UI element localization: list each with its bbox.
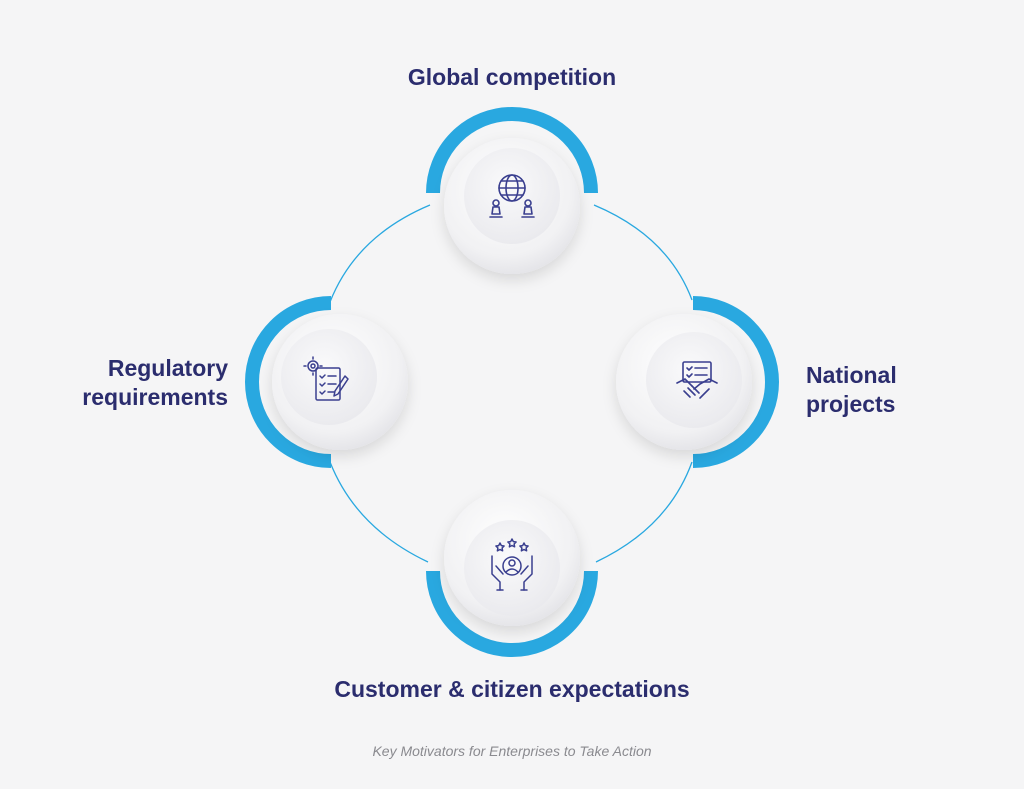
label-national-projects: National projects [806, 361, 897, 419]
compliance-checklist-icon [303, 356, 349, 401]
connector-bottom-left [329, 461, 429, 563]
disc-inner-bottom [464, 520, 560, 616]
disc-inner-top [464, 148, 560, 244]
accent-arc-bottom [426, 570, 598, 657]
diagram-caption: Key Motivators for Enterprises to Take A… [372, 743, 652, 759]
accent-arc-top [426, 107, 598, 194]
label-regulatory-requirements: Regulatory requirements [82, 354, 228, 412]
globe-chess-icon [489, 174, 535, 218]
connector-top-left [329, 204, 431, 303]
label-customer-expectations: Customer & citizen expectations [0, 675, 1024, 704]
label-customer-expectations-line1: Customer & citizen expectations [334, 676, 690, 702]
label-national-projects-line1: National [806, 362, 897, 388]
label-global-competition-line1: Global competition [407, 64, 617, 90]
connector-lines [329, 204, 693, 563]
label-regulatory-requirements-line1: Regulatory [107, 355, 228, 381]
node-regulatory-requirements [245, 296, 408, 468]
node-national-projects [616, 296, 779, 468]
label-global-competition: Global competition [0, 63, 1024, 92]
node-global-competition [426, 107, 598, 274]
customer-care-icon [491, 538, 533, 591]
connector-top-right [593, 204, 693, 301]
disc-inner-right [646, 332, 742, 428]
node-customer-expectations [426, 490, 598, 657]
connector-bottom-right [595, 461, 693, 563]
handshake-contract-icon [676, 361, 718, 399]
label-national-projects-line2: projects [806, 391, 896, 417]
disc-inner-left [281, 329, 377, 425]
accent-arc-left [245, 296, 332, 468]
label-regulatory-requirements-line2: requirements [82, 384, 228, 410]
accent-arc-right [692, 296, 779, 468]
